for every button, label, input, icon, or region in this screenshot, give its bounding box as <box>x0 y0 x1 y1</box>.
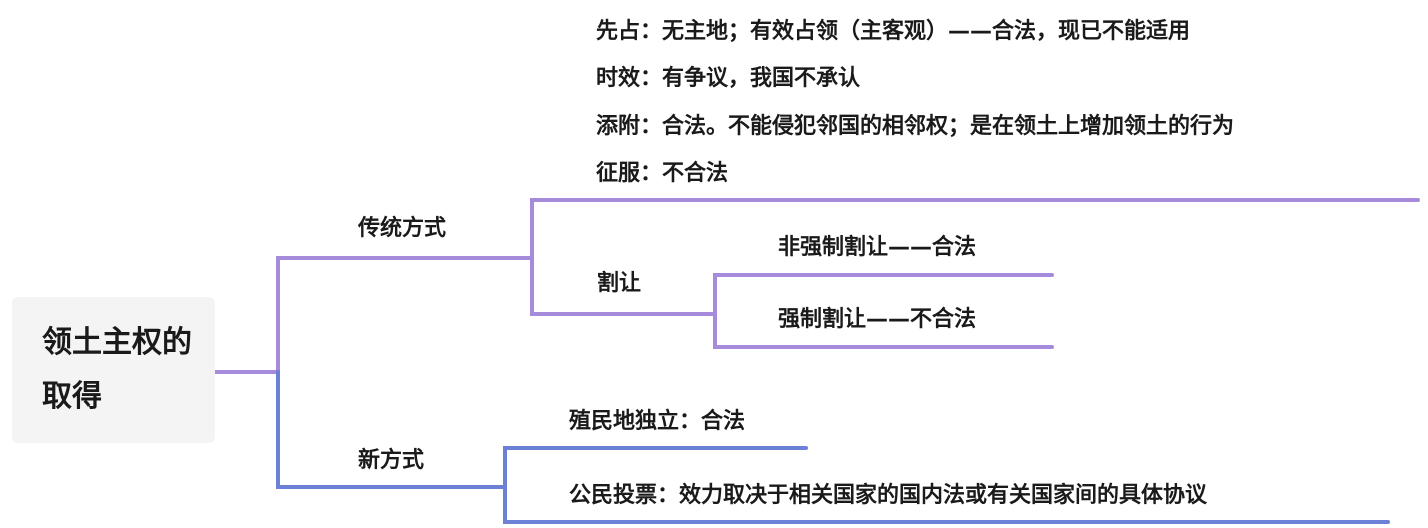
traditional-item-occupation: 先占：无主地；有效占领（主客观）——合法，现已不能适用 <box>596 19 1191 44</box>
cession-item-voluntary: 非强制割让——合法 <box>778 235 977 260</box>
root-node[interactable] <box>12 297 215 443</box>
connector-root-blue <box>276 370 507 489</box>
traditional-item-conquest: 征服：不合法 <box>596 161 729 186</box>
root-label: 领土主权的取得 <box>42 325 192 414</box>
connector-new-upper <box>503 446 808 489</box>
branch-traditional-label: 传统方式 <box>358 216 447 241</box>
traditional-item-prescription: 时效：有争议，我国不承认 <box>596 66 861 91</box>
connector-root-purple <box>213 256 534 374</box>
new-item-referendum: 公民投票：效力取决于相关国家的国内法或有关国家间的具体协议 <box>569 483 1208 508</box>
cession-item-forced: 强制割让——不合法 <box>778 307 977 332</box>
connector-new-lower <box>503 485 1390 524</box>
connector-cession-lower <box>713 312 1054 349</box>
new-item-independence: 殖民地独立：合法 <box>569 409 746 434</box>
connector-traditional-top <box>530 198 1420 260</box>
branch-new-label: 新方式 <box>358 448 425 473</box>
connector-cession-upper <box>713 273 1054 316</box>
traditional-item-accretion: 添附：合法。不能侵犯邻国的相邻权；是在领土上增加领土的行为 <box>596 114 1235 139</box>
connector-traditional-cession <box>530 256 717 316</box>
branch-cession-label: 割让 <box>597 271 642 296</box>
